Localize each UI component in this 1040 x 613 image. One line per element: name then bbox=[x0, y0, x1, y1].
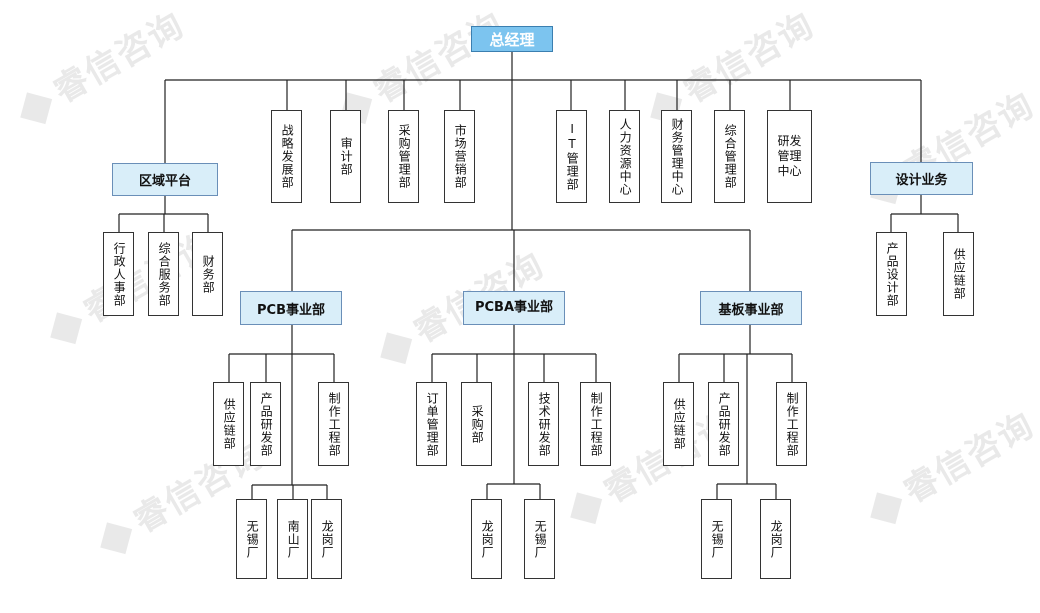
node-pcba-division: PCBA事业部 bbox=[463, 291, 565, 325]
node-finance-dept: 财务部 bbox=[192, 232, 223, 316]
node-strategy-dept: 战略发展部 bbox=[271, 110, 302, 203]
node-sub-product-rnd: 产品研发部 bbox=[708, 382, 739, 466]
node-marketing-dept: 市场营销部 bbox=[444, 110, 475, 203]
node-pcb-nanshan-factory: 南山厂 bbox=[277, 499, 308, 579]
node-it-mgmt: IT管理部 bbox=[556, 110, 587, 203]
node-supply-chain-design: 供应链部 bbox=[943, 232, 974, 316]
node-pcba-tech-rnd: 技术研发部 bbox=[528, 382, 559, 466]
node-pcb-division: PCB事业部 bbox=[240, 291, 342, 325]
node-purchase-mgmt: 采购管理部 bbox=[388, 110, 419, 203]
node-pcba-wuxi-factory: 无锡厂 bbox=[524, 499, 555, 579]
node-hr-center: 人力资源中心 bbox=[609, 110, 640, 203]
node-pcba-order-mgmt: 订单管理部 bbox=[416, 382, 447, 466]
node-audit-dept: 审计部 bbox=[330, 110, 361, 203]
node-general-service: 综合服务部 bbox=[148, 232, 179, 316]
node-product-design: 产品设计部 bbox=[876, 232, 907, 316]
node-rnd-center: 研发管理中心 bbox=[767, 110, 812, 203]
node-pcba-purchase: 采购部 bbox=[461, 382, 492, 466]
node-sub-wuxi-factory: 无锡厂 bbox=[701, 499, 732, 579]
node-sub-supply-chain: 供应链部 bbox=[663, 382, 694, 466]
node-pcb-product-rnd: 产品研发部 bbox=[250, 382, 281, 466]
node-ceo: 总经理 bbox=[471, 26, 553, 52]
node-pcb-supply-chain: 供应链部 bbox=[213, 382, 244, 466]
node-pcb-mfg-engineering: 制作工程部 bbox=[318, 382, 349, 466]
node-design-business: 设计业务 bbox=[870, 162, 973, 195]
node-pcba-longgang-factory: 龙岗厂 bbox=[471, 499, 502, 579]
node-admin-hr: 行政人事部 bbox=[103, 232, 134, 316]
node-pcb-longgang-factory: 龙岗厂 bbox=[311, 499, 342, 579]
node-general-mgmt: 综合管理部 bbox=[714, 110, 745, 203]
node-finance-center: 财务管理中心 bbox=[661, 110, 692, 203]
node-sub-longgang-factory: 龙岗厂 bbox=[760, 499, 791, 579]
node-pcb-wuxi-factory: 无锡厂 bbox=[236, 499, 267, 579]
node-pcba-mfg-engineering: 制作工程部 bbox=[580, 382, 611, 466]
node-region-platform: 区域平台 bbox=[112, 163, 218, 196]
node-sub-mfg-engineering: 制作工程部 bbox=[776, 382, 807, 466]
node-substrate-division: 基板事业部 bbox=[700, 291, 802, 325]
